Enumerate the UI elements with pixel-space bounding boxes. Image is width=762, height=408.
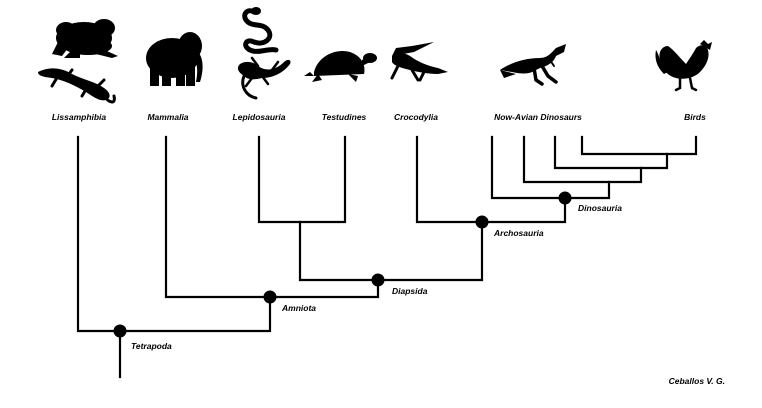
gecko-icon [38,68,116,104]
author-credit: Ceballos V. G. [669,376,725,386]
clade-dinosauria: Dinosauria [578,203,622,213]
diapsida-node [371,273,385,287]
dinosauria-branch [490,135,611,200]
taxon-birds: Birds [684,112,706,122]
dino-clade-3 [553,135,669,170]
taxon-lepidosauria: Lepidosauria [233,112,286,122]
turtle-icon [304,50,377,82]
taxon-testudines: Testudines [322,112,367,122]
snake-icon [242,7,279,54]
crocodile-icon [390,42,448,82]
dino-clade-2 [522,135,643,184]
taxon-mammalia: Mammalia [147,112,188,122]
clade-diapsida: Diapsida [392,286,428,296]
lepidosauria-testudines-branch [257,135,347,224]
amniota-branch [164,135,380,299]
taxon-non-avian-dinosaurs: Now-Avian Dinosaurs [494,112,582,122]
elephant-icon [146,32,203,86]
dinosauria-node [558,191,572,205]
birds-clade [580,135,698,156]
archosauria-branch [415,135,567,224]
clade-amniota: Amniota [281,303,316,313]
tree-branches [76,135,698,379]
frog-icon [52,19,118,58]
diapsida-branch [298,220,484,282]
taxon-lissamphibia: Lissamphibia [52,112,107,122]
tetrapoda-node [113,324,127,338]
clade-tetrapoda: Tetrapoda [131,341,172,351]
clade-archosauria: Archosauria [493,228,544,238]
archosauria-node [475,215,489,229]
amniota-node [263,290,277,304]
dinosaur-icon [500,44,566,86]
tetrapoda-branch [76,135,272,333]
lizard-icon [237,56,291,100]
taxon-crocodylia: Crocodylia [394,112,438,122]
rooster-icon [655,40,712,92]
